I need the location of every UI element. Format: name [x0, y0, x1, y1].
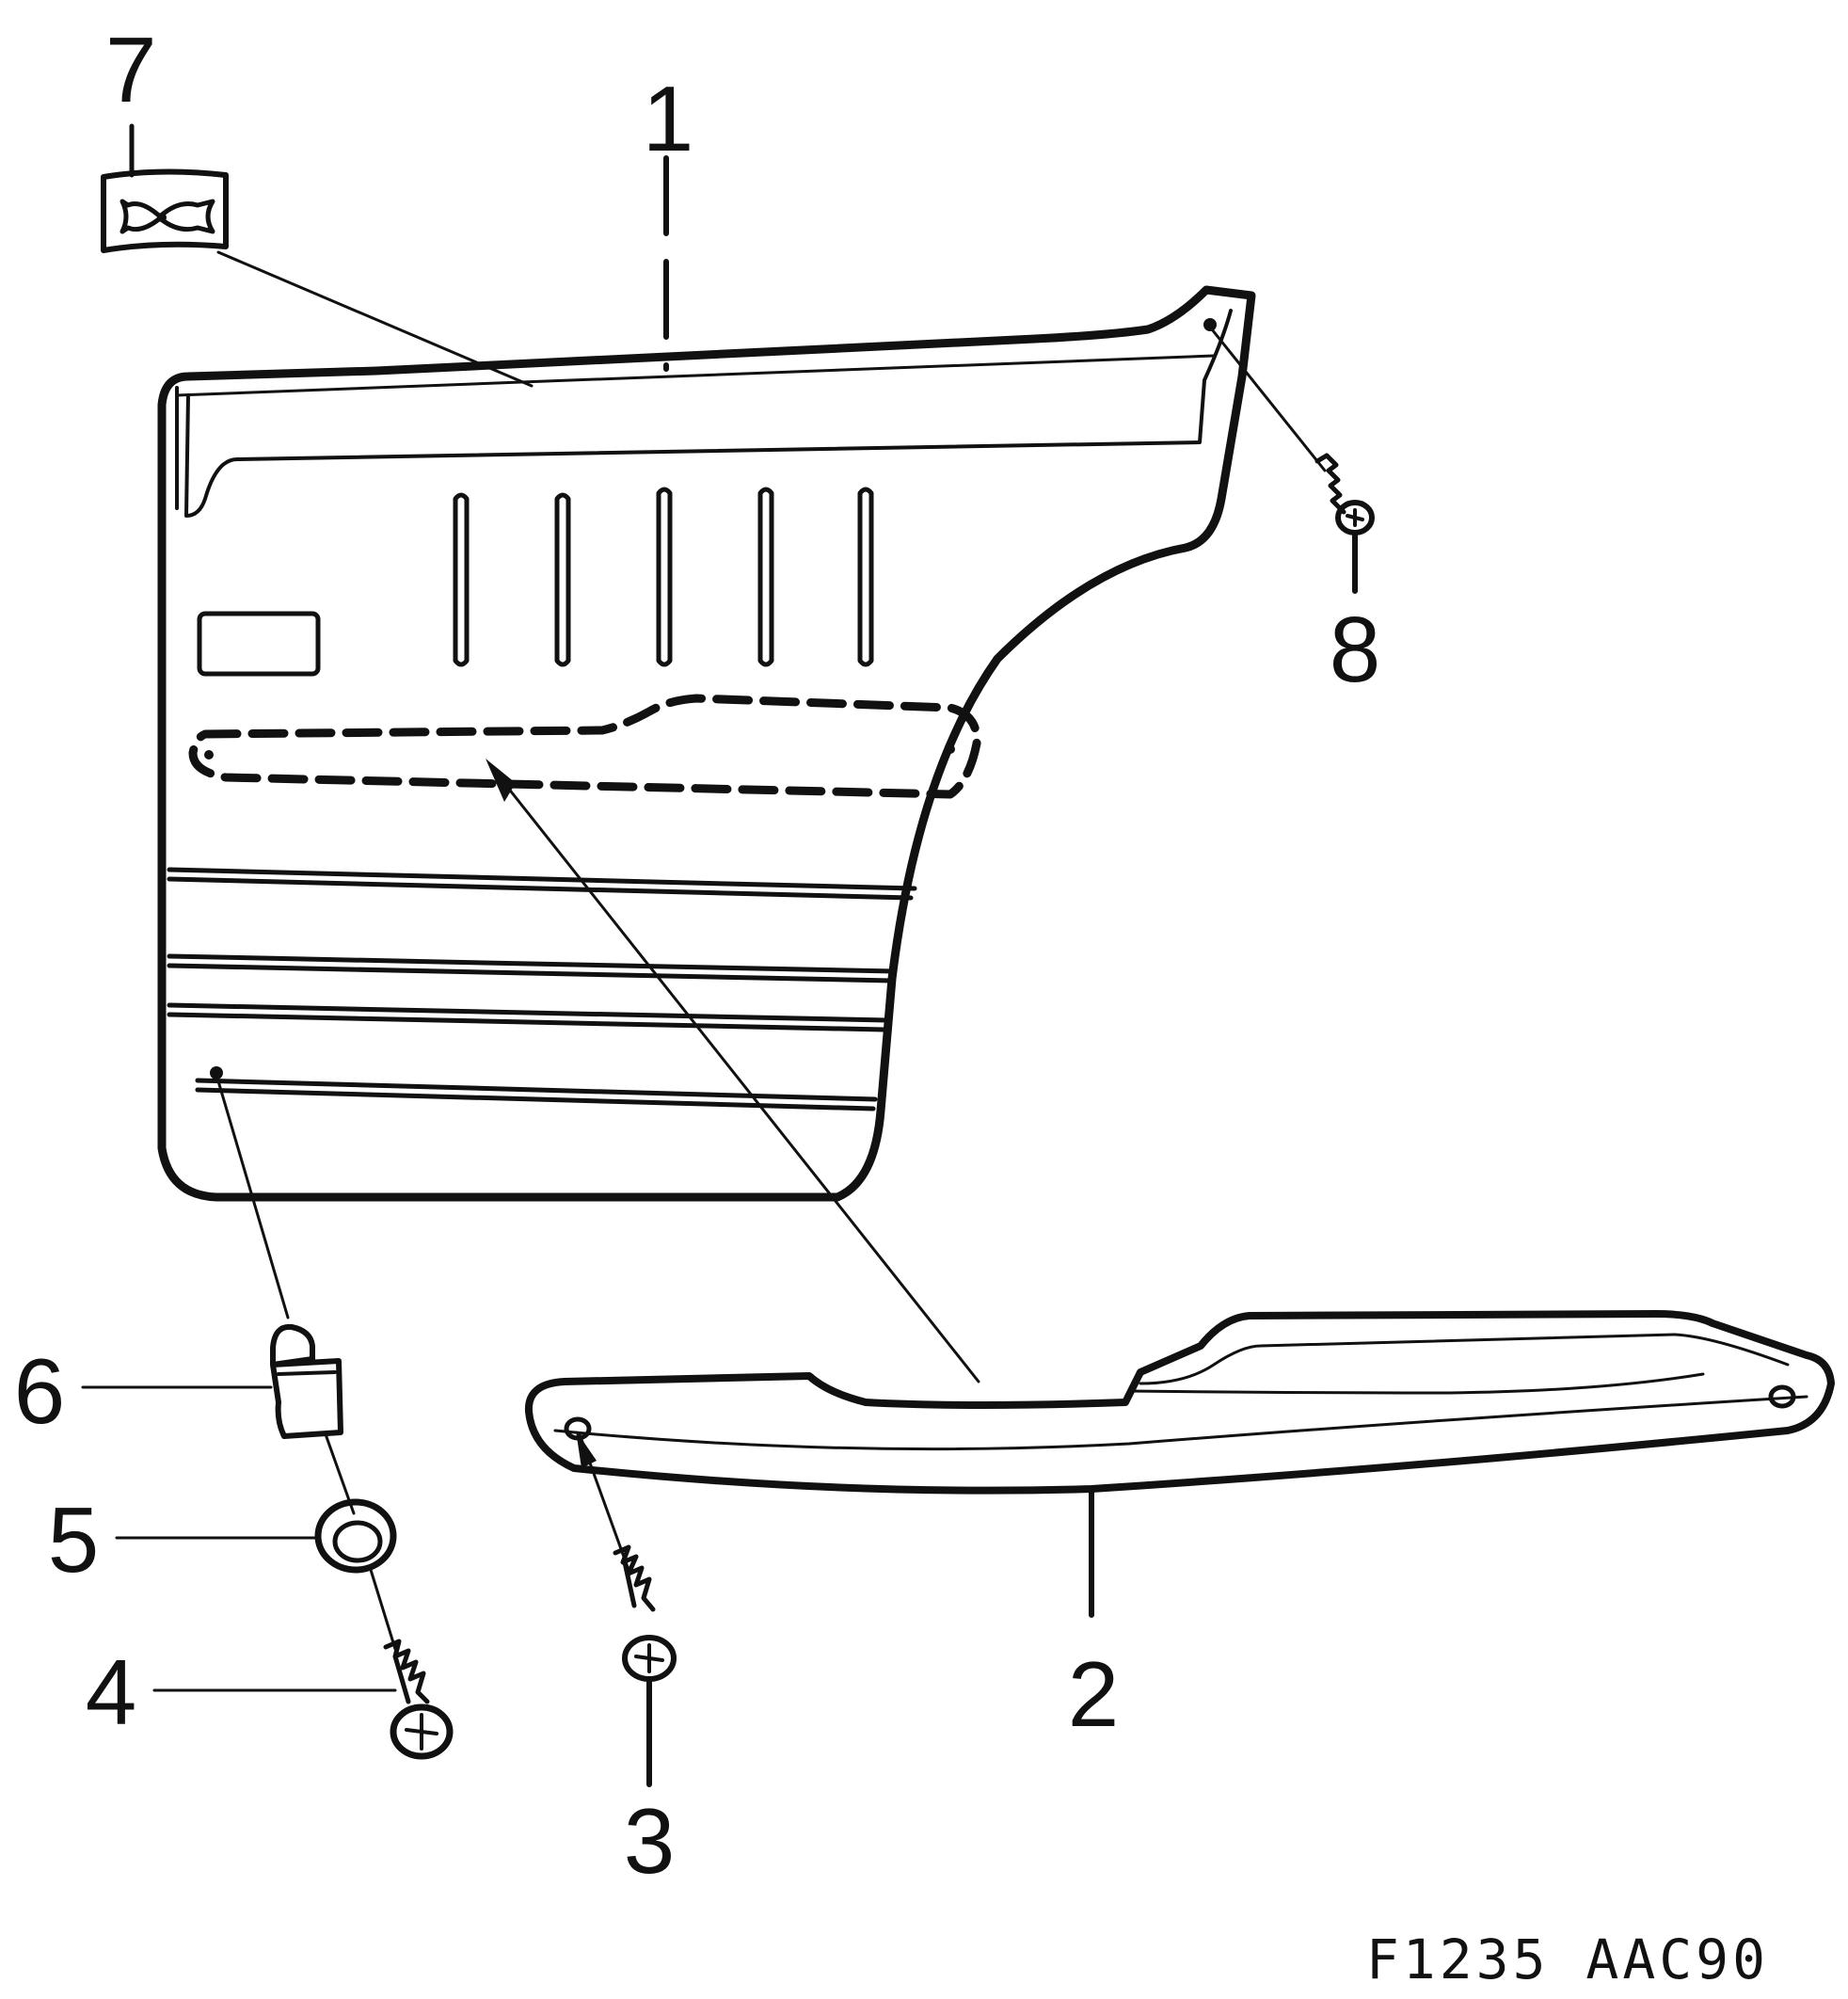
part-5-grommet	[314, 1498, 397, 1574]
part-8-screw	[1314, 453, 1375, 536]
callout-3: 3	[624, 1789, 676, 1893]
callout-1: 1	[643, 67, 694, 170]
part-6-clip	[270, 1323, 343, 1439]
part-3-screw	[613, 1544, 677, 1682]
part-4-screw	[383, 1639, 454, 1760]
part-1-door-panel	[157, 285, 1256, 1202]
part-7-clip	[101, 168, 229, 253]
callout-7: 7	[105, 18, 157, 121]
part-2-armrest	[524, 1310, 1835, 1495]
assembly-arrow-head	[486, 759, 516, 802]
callout-8: 8	[1330, 598, 1381, 701]
figure-code: F1235 AAC90	[1366, 1927, 1769, 1991]
callout-4: 4	[86, 1640, 137, 1744]
leader-8-axis	[1210, 328, 1327, 472]
callout-5: 5	[48, 1488, 100, 1591]
callout-2: 2	[1068, 1642, 1120, 1746]
leader-6-axis	[215, 1073, 290, 1319]
assembly-arrow-line	[495, 772, 980, 1383]
callout-6: 6	[14, 1339, 66, 1443]
leader-3-arrow	[576, 1431, 597, 1468]
leader-4-axis	[369, 1568, 397, 1651]
